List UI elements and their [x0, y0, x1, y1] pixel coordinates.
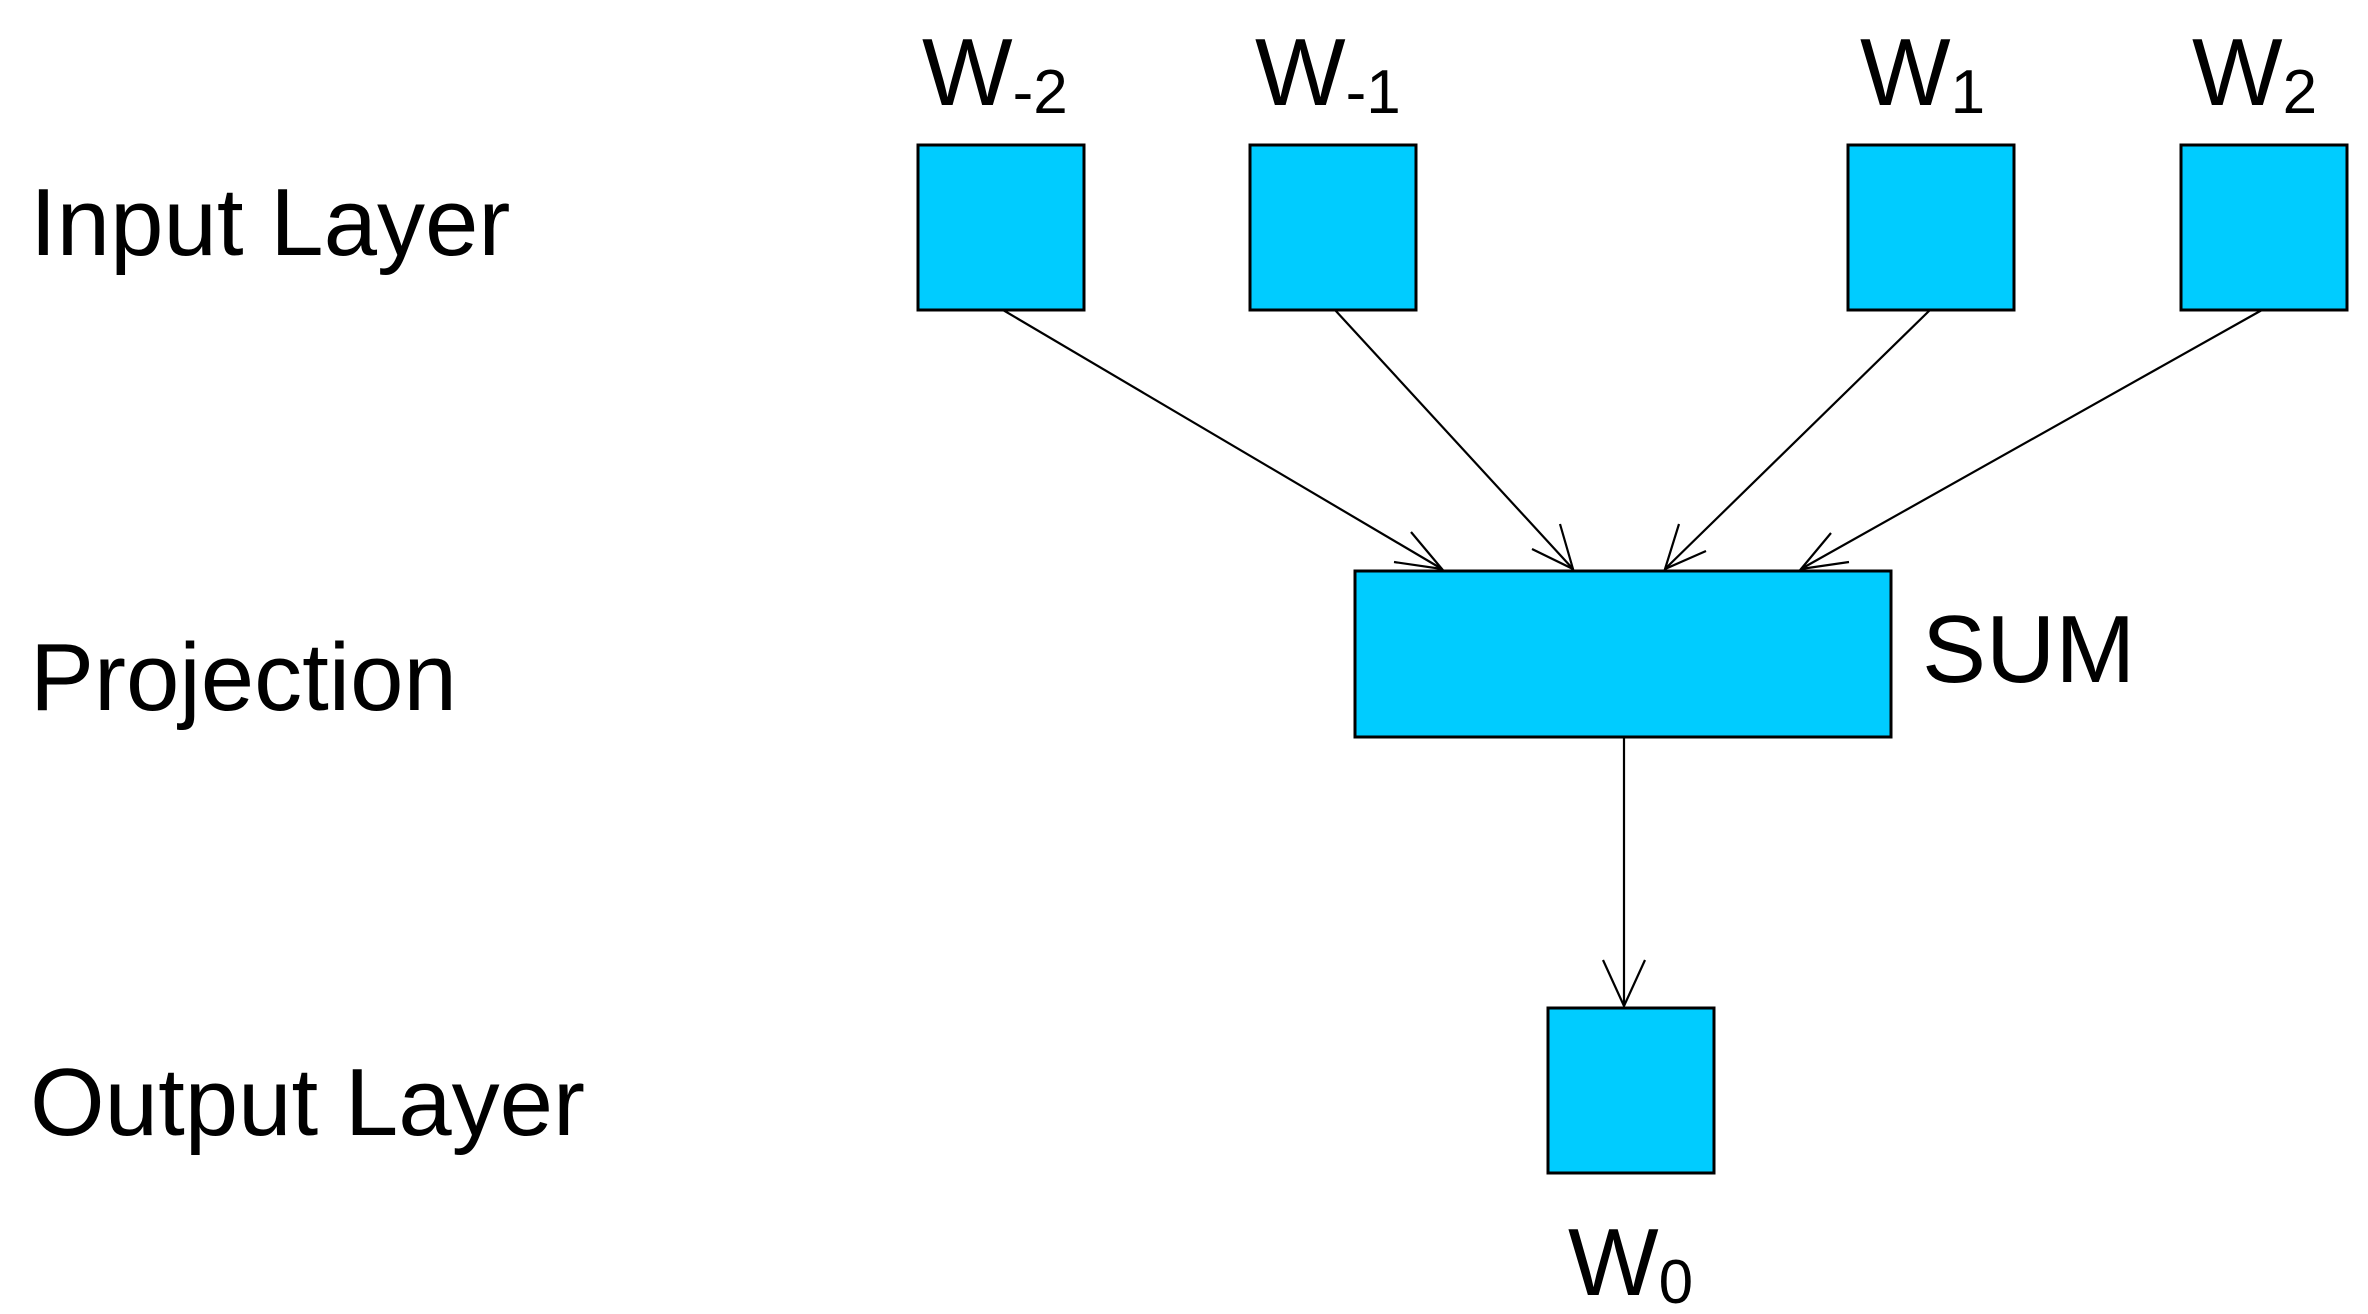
- node-label-w-minus-1-main: W: [1255, 19, 1346, 126]
- node-label-w-minus-2: W-2: [922, 19, 1068, 127]
- node-label-w-2: W2: [2192, 19, 2317, 127]
- edge-w-1-to-sum: [1664, 309, 1931, 570]
- node-label-w-0: W0: [1568, 1209, 1693, 1314]
- edge-w-2-to-sum: [1800, 309, 2263, 570]
- arrowhead-w-1: [1663, 523, 1707, 571]
- node-label-w-minus-1-sub: -1: [1346, 58, 1401, 127]
- node-label-w-1-main: W: [1860, 19, 1951, 126]
- arrowhead-w-2: [1798, 532, 1850, 571]
- node-label-w-2-sub: 2: [2283, 58, 2317, 127]
- node-label-w-minus-2-sub: -2: [1013, 58, 1068, 127]
- input-layer-label: Input Layer: [30, 169, 510, 276]
- sum-label: SUM: [1922, 596, 2135, 703]
- arrowhead-w-minus-1: [1531, 523, 1575, 572]
- node-label-w-1-sub: 1: [1951, 58, 1985, 127]
- arrowhead-w-0: [1601, 959, 1647, 1009]
- output-node-w-0: [1546, 1006, 1716, 1175]
- input-node-w-1: [1846, 143, 2016, 312]
- input-node-w-minus-2: [916, 143, 1086, 312]
- output-layer-label: Output Layer: [30, 1049, 585, 1156]
- node-label-w-minus-1: W-1: [1255, 19, 1401, 127]
- node-label-w-2-main: W: [2192, 19, 2283, 126]
- input-node-w-2: [2179, 143, 2349, 312]
- edge-w-minus-2-to-sum: [1002, 309, 1443, 570]
- edge-w-minus-1-to-sum: [1334, 309, 1574, 570]
- node-label-w-0-sub: 0: [1659, 1248, 1693, 1314]
- node-label-w-minus-2-main: W: [922, 19, 1013, 126]
- projection-layer-label: Projection: [30, 624, 457, 731]
- node-label-w-0-main: W: [1568, 1209, 1659, 1314]
- input-node-w-minus-1: [1248, 143, 1418, 312]
- projection-node-sum: [1353, 569, 1893, 739]
- arrowhead-w-minus-2: [1393, 531, 1445, 571]
- node-label-w-1: W1: [1860, 19, 1985, 127]
